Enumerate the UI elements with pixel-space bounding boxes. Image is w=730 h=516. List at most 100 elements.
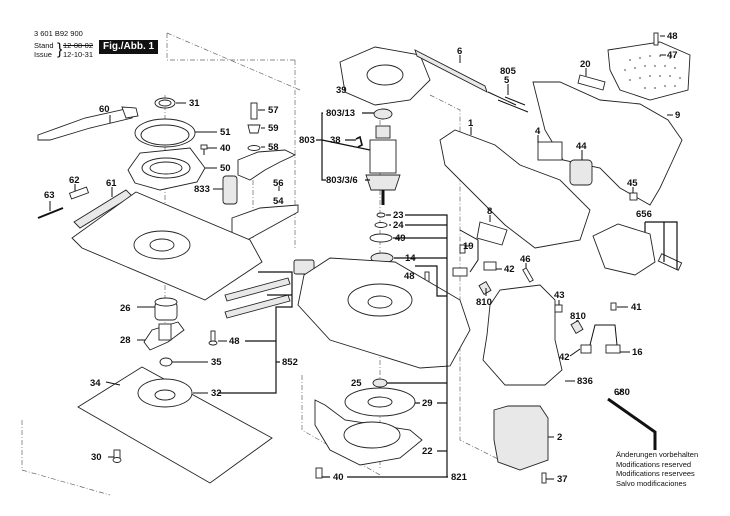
callout-62: 62 xyxy=(69,175,80,186)
callout-44: 44 xyxy=(576,141,587,152)
part-9-housing-shell xyxy=(532,81,683,206)
part-26-bearing xyxy=(154,297,178,321)
callout-833: 833 xyxy=(194,184,210,195)
callout-803-3-6: 803/3/6 xyxy=(326,175,358,186)
callout-803-13: 803/13 xyxy=(326,108,355,119)
callout-810-left: 810 xyxy=(476,297,492,308)
callout-16: 16 xyxy=(632,347,643,358)
callout-24: 24 xyxy=(393,220,404,231)
callout-43: 43 xyxy=(554,290,565,301)
part-48-screw-left xyxy=(208,330,218,346)
part-50-housing xyxy=(127,147,206,191)
callout-2: 2 xyxy=(557,432,562,443)
callout-5: 5 xyxy=(504,75,510,86)
part-25-bearing xyxy=(372,378,388,388)
part-47-cover-plate xyxy=(607,41,691,101)
part-810-brush-right xyxy=(570,320,584,334)
callout-42-left: 42 xyxy=(504,264,515,275)
part-24-washer xyxy=(374,222,388,228)
right-leaders xyxy=(459,35,673,480)
callout-6: 6 xyxy=(457,46,462,57)
callout-821: 821 xyxy=(451,472,468,483)
callout-40: 40 xyxy=(220,143,231,154)
callout-803: 803 xyxy=(299,135,315,146)
callout-54: 54 xyxy=(273,196,284,207)
brush-holder-left xyxy=(452,229,479,277)
part-37-screw xyxy=(541,472,547,484)
part-41-screw xyxy=(610,302,617,311)
part-30-screw xyxy=(112,449,122,463)
part-51-seal xyxy=(134,118,196,148)
part-28-counterweight xyxy=(143,321,185,351)
callout-49: 49 xyxy=(395,233,406,244)
callout-48-top: 48 xyxy=(667,31,678,42)
part-38-clip xyxy=(355,135,363,148)
callout-1: 1 xyxy=(468,118,474,129)
callout-14: 14 xyxy=(405,253,416,264)
callout-28: 28 xyxy=(120,335,131,346)
callout-23: 23 xyxy=(393,210,404,221)
callout-680: 680 xyxy=(614,387,630,398)
bracket-656 xyxy=(644,221,678,270)
callout-63: 63 xyxy=(44,190,55,201)
callout-60: 60 xyxy=(99,104,110,115)
part-810-brush-left xyxy=(478,281,492,295)
part-42-terminal-right xyxy=(580,344,592,354)
part-833-pad xyxy=(222,175,238,205)
part-20-label xyxy=(577,74,606,91)
callout-51: 51 xyxy=(220,127,231,138)
note-fr: Modifications reservees xyxy=(616,469,695,478)
part-63-pin xyxy=(37,207,64,219)
part-42-terminal-left xyxy=(483,261,497,271)
part-4-switch xyxy=(537,141,563,161)
callout-8: 8 xyxy=(487,206,492,217)
callout-39: 39 xyxy=(336,85,347,96)
callout-labels: 60 31 51 40 50 57 59 58 56 833 54 63 62 … xyxy=(44,31,680,485)
part-23-washer xyxy=(376,212,386,218)
callout-852: 852 xyxy=(282,357,298,368)
callout-810-right: 810 xyxy=(570,311,586,322)
part-19-screw xyxy=(459,244,466,254)
part-43-nut xyxy=(554,304,563,313)
part-46-screw xyxy=(522,267,534,283)
callout-25: 25 xyxy=(351,378,362,389)
part-2-stator xyxy=(493,405,549,471)
base-plate xyxy=(71,191,263,301)
callout-805: 805 xyxy=(500,66,517,77)
part-34-sanding-pad xyxy=(77,366,273,484)
part-49-circlip xyxy=(369,233,393,243)
part-number: 3 601 B92 900 xyxy=(34,29,83,38)
note-es: Salvo modificaciones xyxy=(616,478,687,488)
callout-56: 56 xyxy=(273,178,284,189)
callout-61: 61 xyxy=(106,178,117,189)
part-5-clamp xyxy=(487,91,529,113)
callout-836: 836 xyxy=(577,376,593,387)
callout-32: 32 xyxy=(211,388,222,399)
callout-42-right: 42 xyxy=(559,352,570,363)
callout-656: 656 xyxy=(636,209,652,220)
callout-38: 38 xyxy=(330,135,341,146)
callout-30: 30 xyxy=(91,452,102,463)
part-40-screw-bottom xyxy=(315,467,323,479)
callout-22: 22 xyxy=(422,446,433,457)
callout-26: 26 xyxy=(120,303,131,314)
part-8-label xyxy=(476,221,508,246)
part-31-ring xyxy=(154,97,176,109)
part-16-brush-holder xyxy=(589,324,621,354)
part-58-washer xyxy=(247,145,261,151)
part-1-handle xyxy=(439,129,591,249)
part-803-13-bearing xyxy=(373,108,393,120)
callout-19: 19 xyxy=(463,241,474,252)
callout-47: 47 xyxy=(667,50,678,61)
note-de: Änderungen vorbehalten xyxy=(616,450,699,459)
callout-37: 37 xyxy=(557,474,568,485)
callout-4: 4 xyxy=(535,126,541,137)
issue-label: Issue xyxy=(34,50,52,59)
callout-41: 41 xyxy=(631,302,642,313)
part-56-lever xyxy=(237,149,297,181)
callout-46: 46 xyxy=(520,254,531,265)
callout-34: 34 xyxy=(90,378,101,389)
part-60-lever xyxy=(37,106,139,141)
callout-48-center: 48 xyxy=(404,271,415,282)
